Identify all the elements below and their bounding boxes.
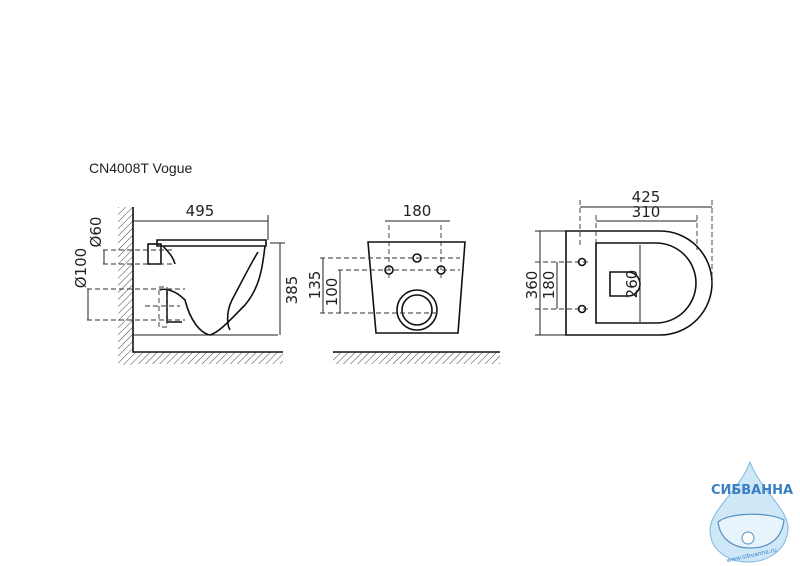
floor-hatch — [133, 352, 283, 364]
side-view: 495 385 Ø60 Ø100 — [72, 202, 301, 365]
wall-hatch — [118, 207, 133, 365]
inlet — [147, 243, 162, 265]
dim-holes-180: 180 — [403, 202, 432, 220]
dim-pipe-100: Ø100 — [72, 248, 90, 288]
logo-brand: СИБВАННА — [711, 483, 793, 498]
floor-hatch — [333, 352, 500, 364]
dim-height-135: 135 — [306, 271, 324, 300]
bowl-outline — [159, 245, 266, 336]
dim-length-310: 310 — [632, 203, 661, 221]
dim-height-100: 100 — [323, 278, 341, 307]
dim-width-260: 260 — [623, 270, 641, 299]
wall-floor-line — [132, 207, 283, 353]
top-view: 425 310 360 180 260 — [523, 188, 713, 336]
dim-holes-180: 180 — [540, 271, 558, 300]
outlet-circle — [396, 289, 438, 331]
dim-height-385: 385 — [283, 276, 301, 305]
dim-width-495: 495 — [186, 202, 215, 220]
model-title: CN4008T Vogue — [89, 160, 193, 176]
dim-width-360: 360 — [523, 271, 541, 300]
front-view: 180 135 100 — [306, 202, 500, 364]
seat-outline — [565, 230, 713, 336]
seat — [156, 239, 267, 247]
sibvanna-logo: СИБВАННА www.sibvanna.ru — [709, 460, 793, 564]
bowl-front — [367, 241, 466, 334]
bowl-opening — [595, 242, 697, 324]
dim-pipe-60: Ø60 — [87, 217, 105, 248]
dim-length-425: 425 — [632, 188, 661, 206]
